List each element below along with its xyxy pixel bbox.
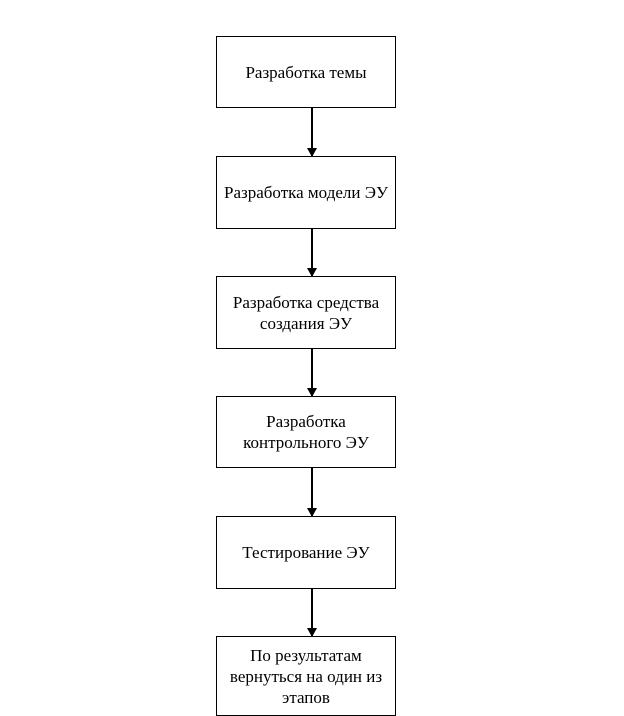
step-label: По результатам вернуться на один из этап… bbox=[229, 646, 383, 707]
step-box-topic-development: Разработка темы bbox=[216, 36, 396, 108]
step-label: Разработка темы bbox=[245, 62, 367, 82]
arrow-down-icon bbox=[307, 229, 317, 277]
arrow-down-icon bbox=[307, 108, 317, 157]
arrow-down-icon bbox=[307, 589, 317, 637]
step-box-testing: Тестирование ЭУ bbox=[216, 516, 396, 589]
step-label: Разработка модели ЭУ bbox=[224, 183, 388, 202]
step-box-model-development: Разработка модели ЭУ bbox=[216, 156, 396, 229]
arrow-down-icon bbox=[307, 349, 317, 397]
step-box-tool-development: Разработка средства создания ЭУ bbox=[216, 276, 396, 349]
step-label: Разработка средства создания ЭУ bbox=[232, 292, 380, 333]
step-label: Тестирование ЭУ bbox=[242, 543, 370, 562]
step-box-return: По результатам вернуться на один из этап… bbox=[216, 636, 396, 716]
step-label: Разработка контрольного ЭУ bbox=[243, 412, 369, 452]
step-box-control-development: Разработка контрольного ЭУ bbox=[216, 396, 396, 468]
arrow-down-icon bbox=[307, 468, 317, 517]
